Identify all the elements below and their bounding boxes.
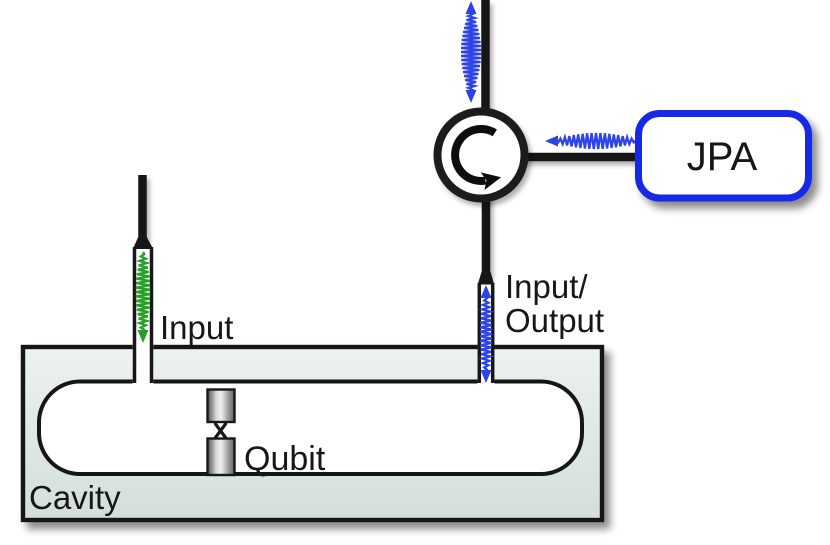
qubit-element	[206, 388, 236, 477]
cavity-box	[20, 344, 605, 523]
input-port-cap	[132, 237, 154, 249]
jpa-label: JPA	[687, 135, 758, 179]
wave-arrow-io-icon	[478, 285, 495, 383]
circulator-body	[433, 107, 529, 203]
wave-arrow-up-down-icon	[460, 1, 482, 103]
io-port-cap	[477, 272, 495, 285]
transmission-lines	[138, 0, 650, 276]
cavity-inner-mode-volume	[37, 379, 584, 476]
jpa-box	[635, 110, 812, 202]
io-label-line2: Output	[505, 302, 604, 339]
qubit-pad-top	[206, 388, 236, 424]
jpa-amplifier: JPA	[635, 110, 812, 202]
cavity-label: Cavity	[29, 479, 121, 516]
circulator-rotation-arc	[451, 125, 497, 185]
circulator-arrowhead	[480, 172, 502, 191]
wave-arrow-left-icon	[545, 132, 637, 150]
io-label-line1: Input/	[505, 268, 588, 305]
circulator-icon	[433, 107, 529, 203]
josephson-junction-icon	[213, 422, 228, 440]
qubit-label: Qubit	[244, 440, 326, 478]
qubit-pad-bottom	[206, 437, 236, 477]
wave-arrow-down-icon	[135, 251, 152, 343]
input-label: Input	[160, 309, 233, 346]
